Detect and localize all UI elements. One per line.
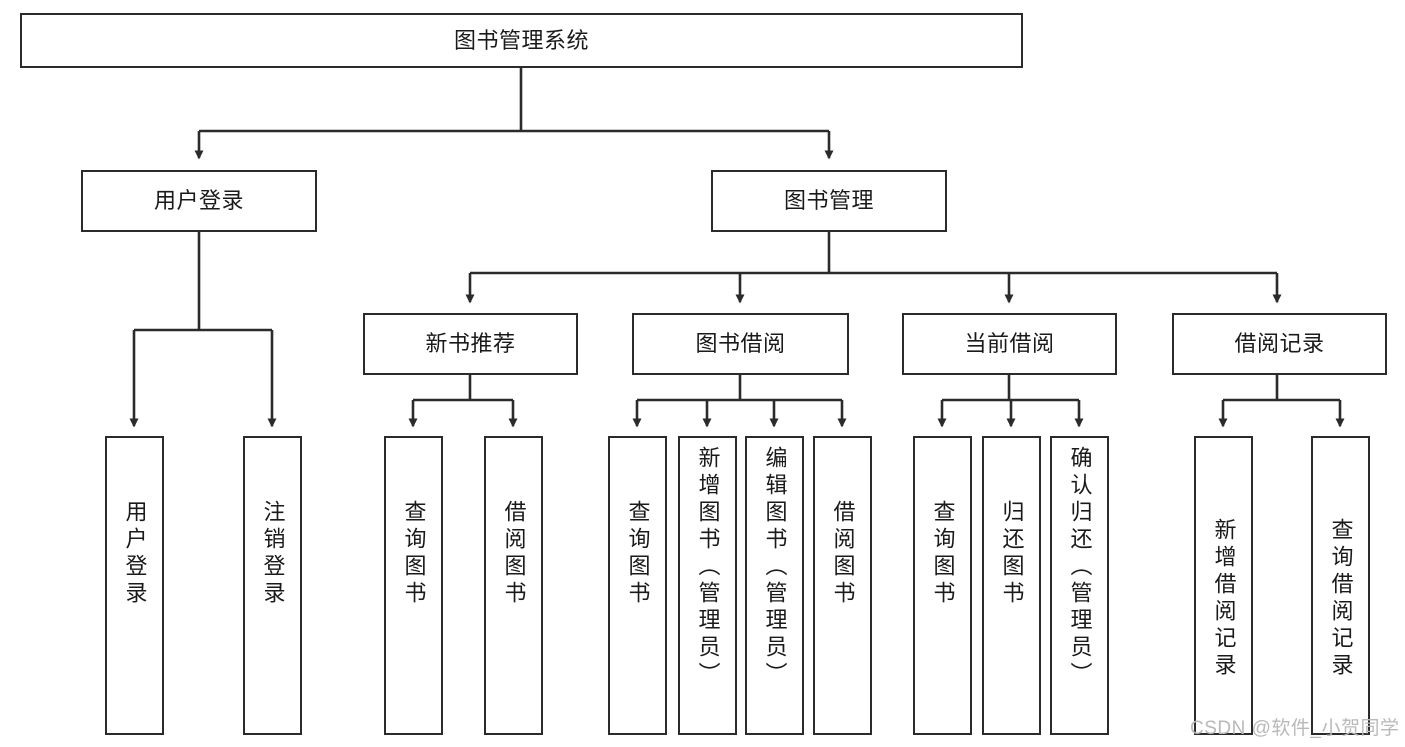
- node-label: 借阅图书: [501, 500, 527, 608]
- leaf-newbook-borrow-book[interactable]: 借阅图书: [484, 436, 543, 735]
- leaf-currentborrow-confirm-return[interactable]: 确认归还（管理员）: [1050, 436, 1109, 735]
- connector-userlogin-to-leaves: [129, 232, 277, 428]
- leaf-borrowrecord-query-record[interactable]: 查询借阅记录: [1311, 436, 1370, 735]
- node-label: 查询借阅记录: [1328, 518, 1354, 680]
- leaf-borrowrecord-add-record[interactable]: 新增借阅记录: [1194, 436, 1253, 735]
- leaf-newbook-query-book[interactable]: 查询图书: [384, 436, 443, 735]
- watermark-csdn: CSDN @软件_小贺同学: [1190, 713, 1399, 740]
- node-user-login[interactable]: 用户登录: [81, 170, 317, 232]
- node-label: 查询图书: [401, 500, 427, 608]
- node-book-management[interactable]: 图书管理: [711, 170, 947, 232]
- node-label: 查询图书: [625, 500, 651, 608]
- node-label: 归还图书: [999, 500, 1025, 608]
- node-current-borrow[interactable]: 当前借阅: [902, 313, 1117, 375]
- node-book-borrow[interactable]: 图书借阅: [632, 313, 849, 375]
- node-label: 新书推荐: [425, 331, 516, 356]
- node-label: 确认归还（管理员）: [1067, 446, 1093, 689]
- leaf-bookborrow-edit-book[interactable]: 编辑图书（管理员）: [745, 436, 804, 735]
- node-label: 图书借阅: [695, 331, 786, 356]
- node-label: 用户登录: [122, 500, 148, 608]
- node-label: 注销登录: [260, 500, 286, 608]
- leaf-bookborrow-borrow-book[interactable]: 借阅图书: [813, 436, 872, 735]
- connector-borrowrecord-to-leaves: [1218, 375, 1345, 428]
- node-label: 新增图书（管理员）: [695, 446, 721, 689]
- leaf-bookborrow-query-book[interactable]: 查询图书: [608, 436, 667, 735]
- node-label: 编辑图书（管理员）: [762, 446, 788, 689]
- node-label: 用户登录: [153, 188, 244, 213]
- leaf-currentborrow-return-book[interactable]: 归还图书: [982, 436, 1041, 735]
- node-root-system[interactable]: 图书管理系统: [20, 13, 1023, 68]
- leaf-user-login-signout[interactable]: 注销登录: [243, 436, 302, 735]
- connector-currentborrow-to-leaves: [937, 375, 1084, 428]
- leaf-user-login-signin[interactable]: 用户登录: [105, 436, 164, 735]
- connector-bookborrow-to-leaves: [632, 375, 847, 428]
- watermark-text: CSDN @软件_小贺同学: [1190, 718, 1400, 739]
- node-label: 新增借阅记录: [1211, 518, 1237, 680]
- connector-newbook-to-leaves: [408, 375, 518, 428]
- node-label: 查询图书: [930, 500, 956, 608]
- node-label: 当前借阅: [964, 331, 1055, 356]
- node-label: 图书管理: [783, 188, 874, 213]
- leaf-bookborrow-add-book[interactable]: 新增图书（管理员）: [678, 436, 737, 735]
- node-label: 图书管理系统: [453, 27, 589, 53]
- connector-root-to-level2: [194, 67, 834, 160]
- leaf-currentborrow-query-book[interactable]: 查询图书: [913, 436, 972, 735]
- node-borrow-record[interactable]: 借阅记录: [1172, 313, 1387, 375]
- connector-bookmgmt-to-level3: [465, 232, 1282, 304]
- node-new-book-recommend[interactable]: 新书推荐: [363, 313, 578, 375]
- node-label: 借阅记录: [1234, 331, 1325, 356]
- node-label: 借阅图书: [830, 500, 856, 608]
